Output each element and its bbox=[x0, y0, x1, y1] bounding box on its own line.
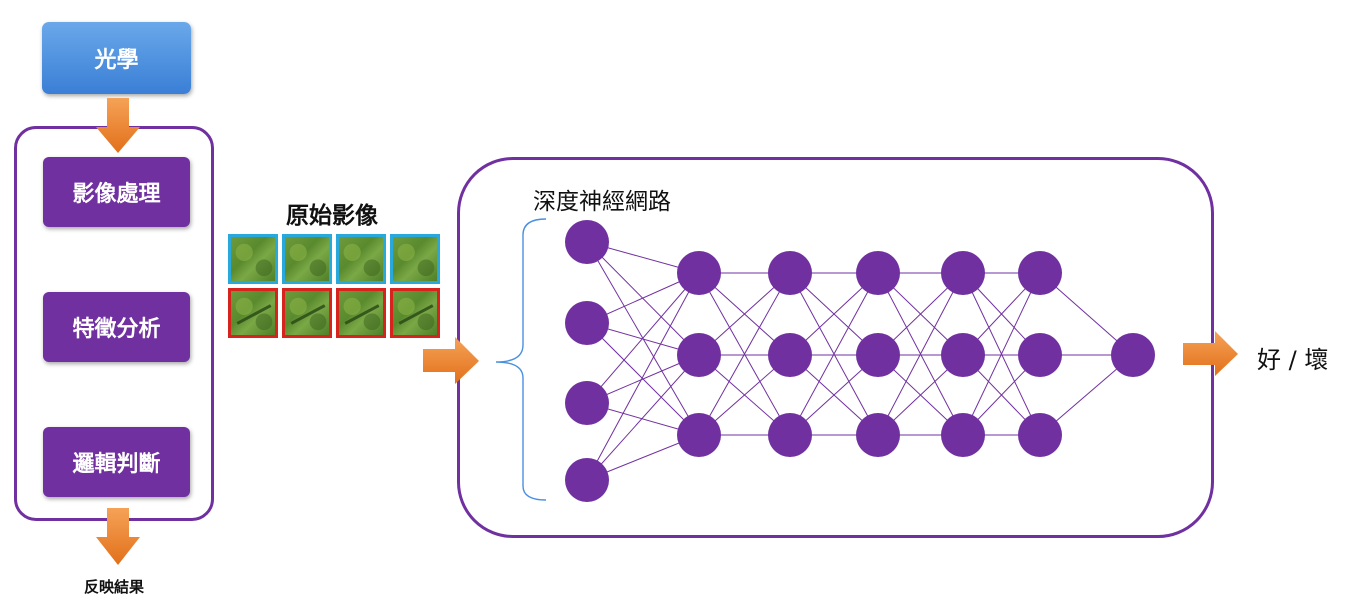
image-processing-label: 影像處理 bbox=[72, 182, 161, 207]
neuron-node bbox=[856, 251, 900, 295]
logic-judgment-box: 邏輯判斷 bbox=[43, 427, 190, 497]
network-edge bbox=[877, 272, 964, 436]
neuron-node bbox=[941, 333, 985, 377]
output-label: 好 / 壞 bbox=[1257, 346, 1329, 374]
network-edge bbox=[789, 272, 879, 436]
raw-image-bad-1 bbox=[228, 288, 278, 338]
network-nodes bbox=[565, 220, 1155, 502]
raw-image-good-4 bbox=[390, 234, 440, 284]
neuron-node bbox=[565, 301, 609, 345]
neuron-node bbox=[941, 413, 985, 457]
neuron-node bbox=[677, 413, 721, 457]
result-label: 反映結果 bbox=[84, 578, 145, 596]
right-arrow-icon bbox=[423, 337, 479, 384]
neuron-node bbox=[768, 333, 812, 377]
neuron-node bbox=[941, 251, 985, 295]
neuron-node bbox=[1111, 333, 1155, 377]
raw-image-good-1 bbox=[228, 234, 278, 284]
raw-image-bad-4 bbox=[390, 288, 440, 338]
raw-image-good-2 bbox=[282, 234, 332, 284]
network-edge bbox=[586, 354, 700, 481]
network-edge bbox=[698, 272, 791, 436]
neuron-node bbox=[565, 220, 609, 264]
input-bracket bbox=[495, 218, 547, 501]
network-title: 深度神經網路 bbox=[533, 189, 671, 215]
neuron-node bbox=[1018, 413, 1062, 457]
neuron-node bbox=[565, 458, 609, 502]
network-edge bbox=[586, 272, 700, 404]
network-edge bbox=[962, 272, 1041, 436]
raw-image-good-3 bbox=[336, 234, 386, 284]
feature-analysis-box: 特徵分析 bbox=[43, 292, 190, 362]
right-arrow-icon bbox=[1183, 331, 1238, 376]
raw-image-bad-2 bbox=[282, 288, 332, 338]
neuron-node bbox=[768, 251, 812, 295]
neuron-node bbox=[768, 413, 812, 457]
raw-image-bad-3 bbox=[336, 288, 386, 338]
neuron-node bbox=[565, 381, 609, 425]
logic-judgment-label: 邏輯判斷 bbox=[72, 452, 161, 477]
neuron-node bbox=[1018, 251, 1062, 295]
neuron-node bbox=[856, 413, 900, 457]
down-arrow-icon bbox=[96, 508, 140, 565]
optics-label: 光學 bbox=[94, 48, 139, 73]
neuron-node bbox=[677, 251, 721, 295]
neuron-node bbox=[677, 333, 721, 377]
down-arrow-icon bbox=[96, 98, 140, 153]
network-edge bbox=[586, 272, 700, 481]
neuron-node bbox=[1018, 333, 1062, 377]
neuron-node bbox=[856, 333, 900, 377]
optics-box: 光學 bbox=[42, 22, 191, 94]
image-processing-box: 影像處理 bbox=[43, 157, 190, 227]
raw-images-title: 原始影像 bbox=[286, 203, 378, 229]
feature-analysis-label: 特徵分析 bbox=[72, 317, 161, 342]
